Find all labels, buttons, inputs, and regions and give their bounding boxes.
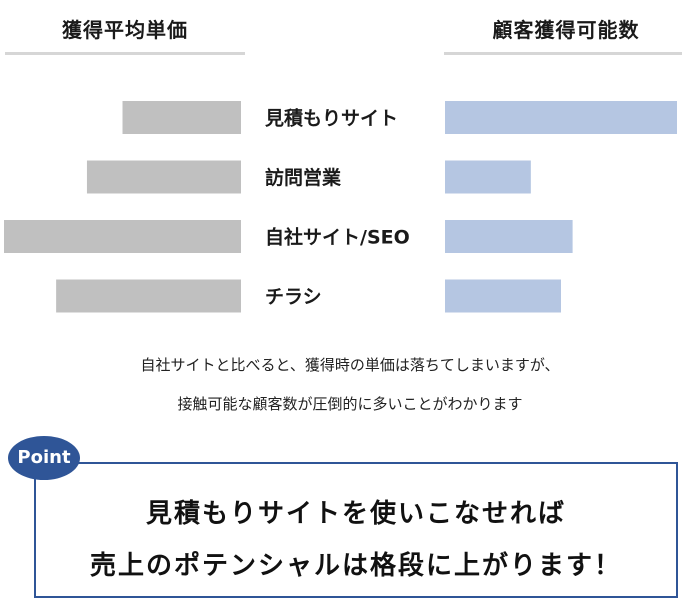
bar-avg-unit-price-3 xyxy=(56,279,241,313)
category-label-2: 自社サイト/SEO xyxy=(265,226,410,249)
bar-avg-unit-price-1 xyxy=(86,160,241,194)
point-callout-box xyxy=(34,462,678,598)
left-series-header: 獲得平均単価 xyxy=(62,18,188,42)
point-line-2: 売上のポテンシャルは格段に上がります！ xyxy=(89,551,622,581)
bar-avg-unit-price-0 xyxy=(122,101,241,134)
right-header-rule xyxy=(444,52,682,55)
category-label-3: チラシ xyxy=(265,286,322,308)
category-label-0: 見積もりサイト xyxy=(265,107,398,130)
bar-acquirable-customers-1 xyxy=(445,160,531,194)
bar-avg-unit-price-2 xyxy=(4,220,241,253)
bar-acquirable-customers-0 xyxy=(445,101,677,134)
point-line-1: 見積もりサイトを使いこなせれば xyxy=(145,499,566,529)
bar-acquirable-customers-3 xyxy=(445,279,561,313)
left-header-rule xyxy=(5,52,245,55)
bar-acquirable-customers-2 xyxy=(445,220,573,253)
caption-line-2: 接触可能な顧客数が圧倒的に多いことがわかります xyxy=(177,395,523,413)
category-label-1: 訪問営業 xyxy=(265,166,342,189)
caption-line-1: 自社サイトと比べると、獲得時の単価は落ちてしまいますが、 xyxy=(140,356,560,374)
right-series-header: 顧客獲得可能数 xyxy=(492,18,640,42)
point-badge: Point xyxy=(8,436,80,480)
